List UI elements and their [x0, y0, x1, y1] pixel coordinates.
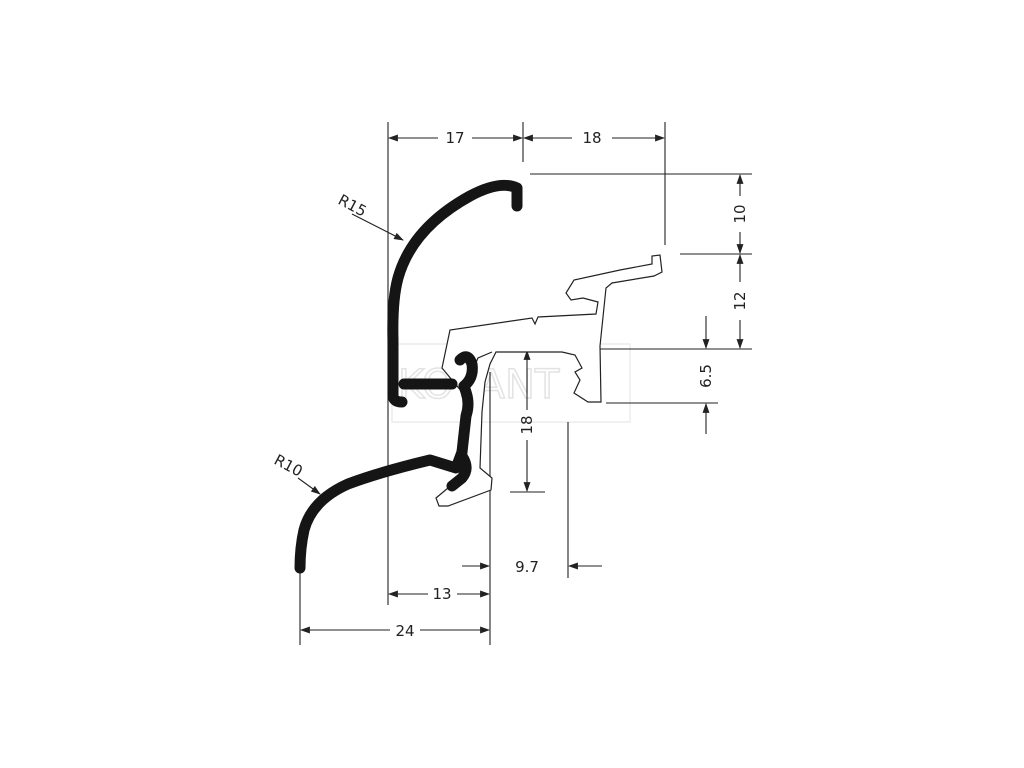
lower-hook	[446, 450, 472, 492]
dimension-lines	[297, 134, 744, 634]
dim-upper-height: 10	[731, 204, 749, 223]
upper-arm-r15	[387, 179, 523, 408]
lower-arm-r10	[294, 446, 468, 574]
dim-total-width: 24	[395, 622, 414, 640]
center-web	[398, 351, 478, 458]
radius-lower-label: R10	[271, 451, 306, 481]
main-profile	[294, 179, 523, 574]
dim-lower-width: 13	[432, 585, 451, 603]
dim-stem-height: 18	[518, 415, 536, 434]
dim-bottom-offset: 9.7	[515, 558, 539, 576]
dim-insert-height: 6.5	[697, 364, 715, 388]
dim-top-right-width: 18	[582, 129, 601, 147]
extension-lines	[299, 122, 752, 645]
radius-upper-label: R15	[335, 191, 370, 221]
dim-lower-height: 12	[731, 291, 749, 310]
dim-top-left-width: 17	[445, 129, 464, 147]
